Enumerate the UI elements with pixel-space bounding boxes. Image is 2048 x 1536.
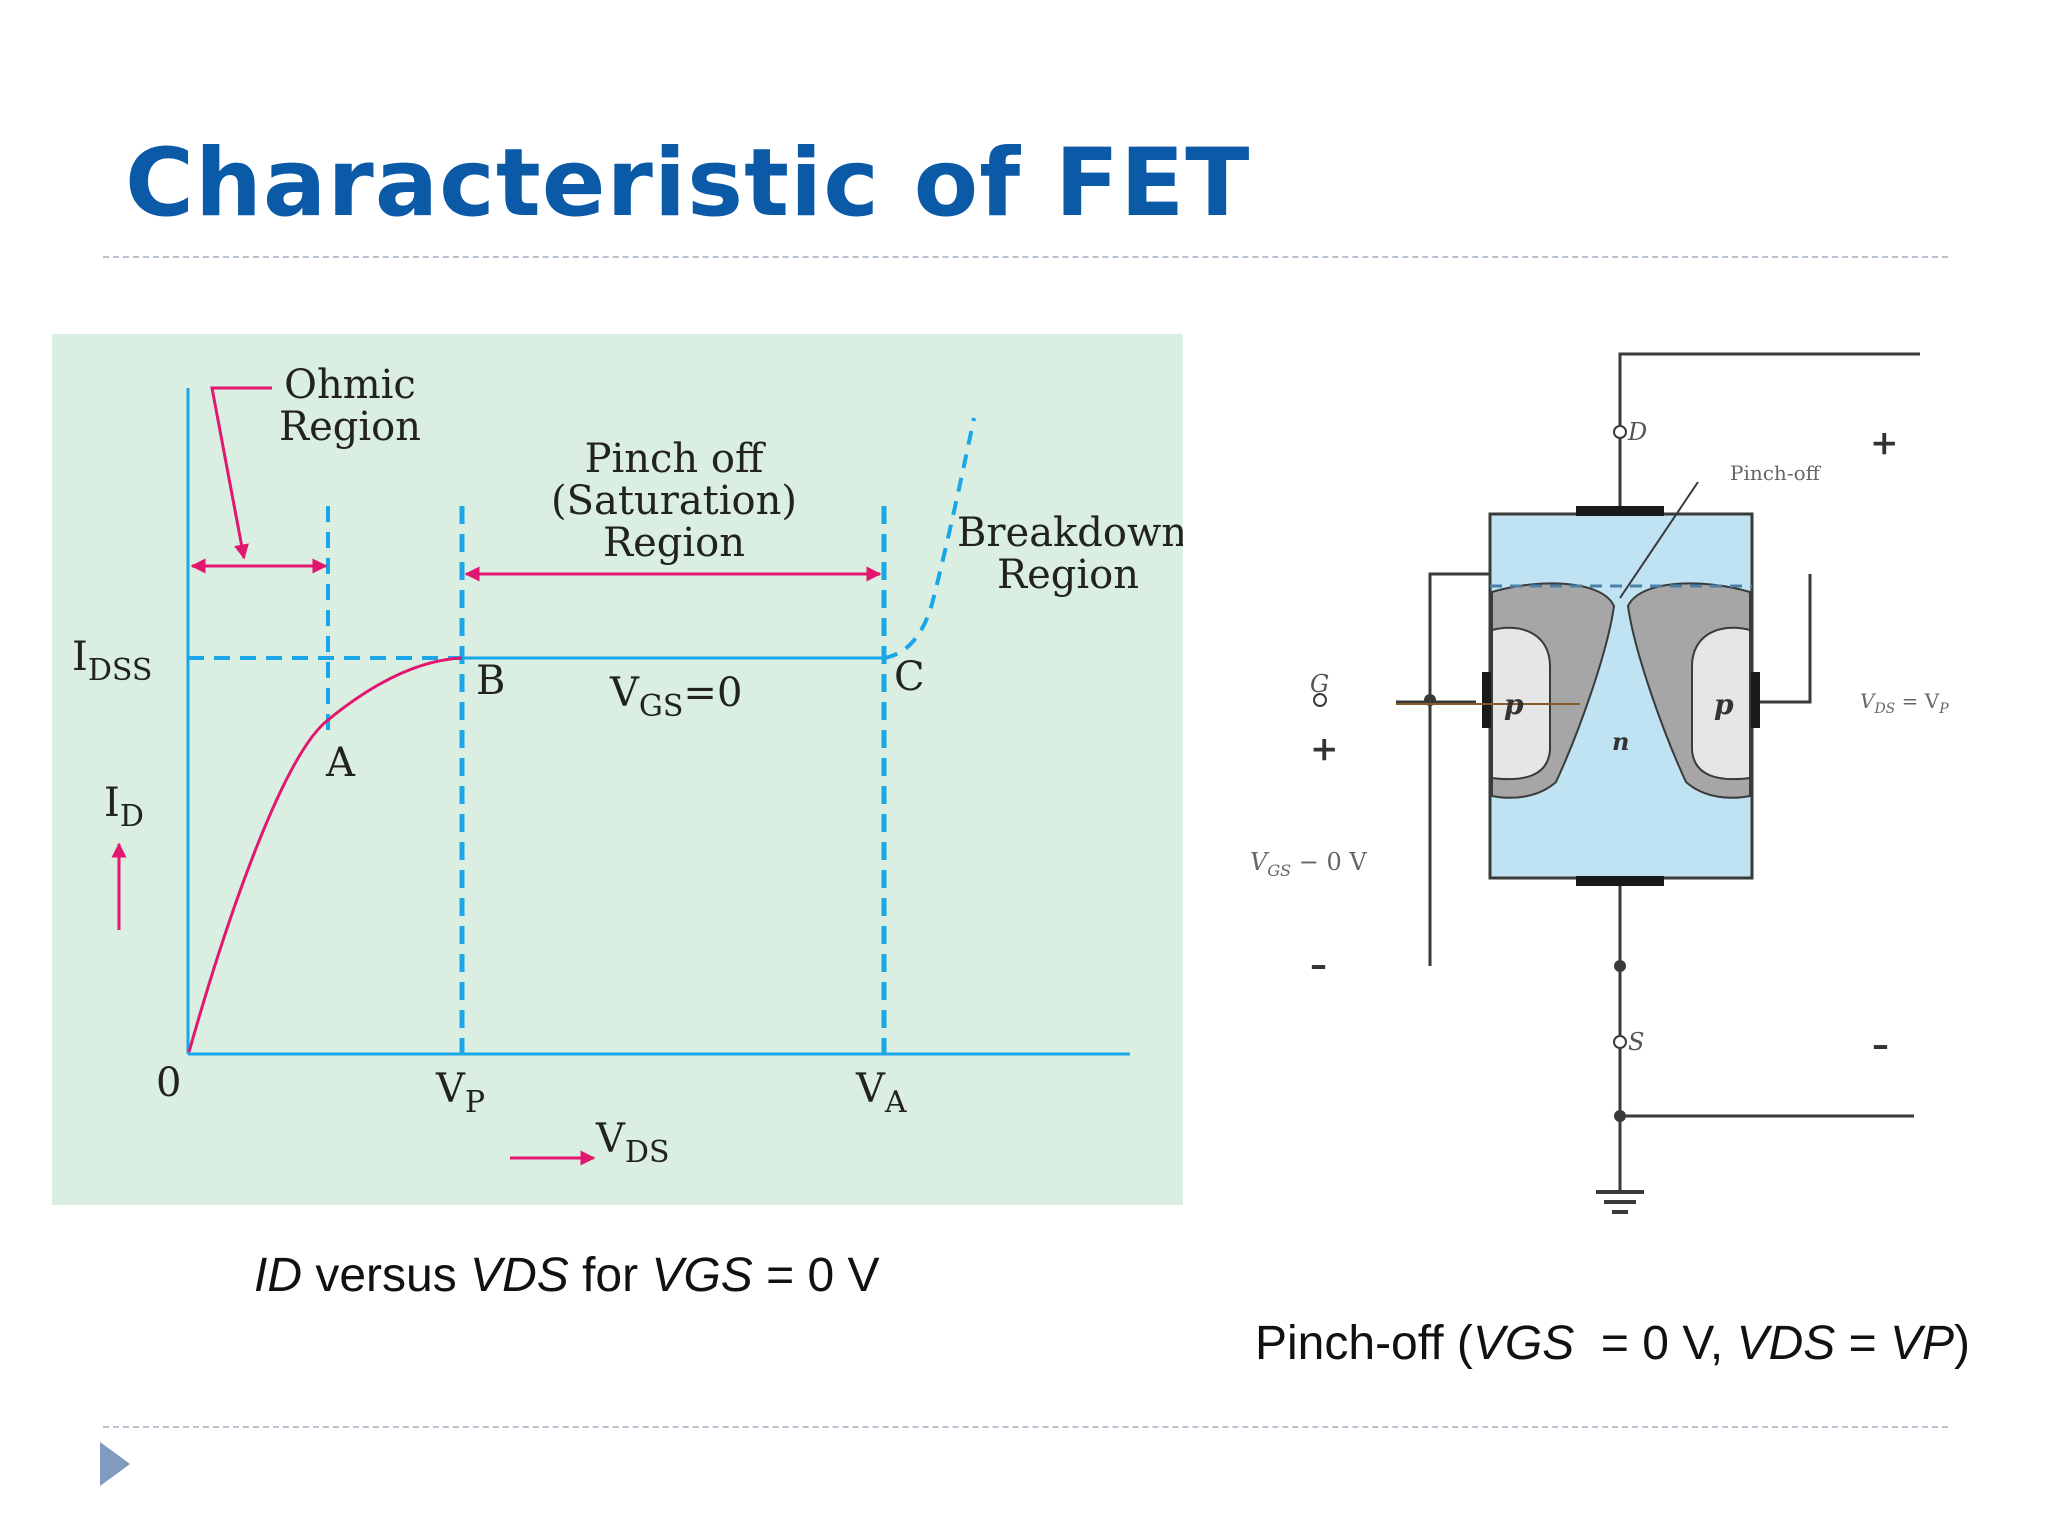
- gate-plus-sign: +: [1310, 729, 1339, 769]
- va-tick-label: VA: [855, 1066, 907, 1120]
- breakdown-curve: [883, 417, 976, 660]
- source-minus-sign: –: [1872, 1025, 1889, 1065]
- slide-title: Characteristic of FET: [125, 129, 1251, 238]
- pinch-off-label-line1: Pinch off: [585, 436, 766, 482]
- n-label: n: [1612, 727, 1629, 756]
- vgs-zero-label: VGS=0: [609, 670, 742, 724]
- drain-contact: [1576, 506, 1664, 516]
- gate-minus-sign: –: [1310, 945, 1327, 985]
- vp-tick-label: VP: [435, 1066, 485, 1120]
- breakdown-label-line1: Breakdown: [957, 510, 1183, 556]
- junction-dot: [1614, 1110, 1626, 1122]
- left-p-label: p: [1504, 688, 1524, 721]
- drain-plus-sign: +: [1870, 423, 1899, 463]
- pinch-off-label-line2: (Saturation): [551, 478, 797, 524]
- source-terminal: [1613, 1035, 1627, 1049]
- right-p-label: p: [1714, 688, 1734, 721]
- graph-caption: ID versus VDS for VGS = 0 V: [254, 1249, 880, 1302]
- pinch-off-label-line3: Region: [603, 520, 745, 566]
- gate-contact-right: [1750, 672, 1760, 728]
- gate-terminal: [1313, 693, 1327, 707]
- pinch-off-leader: [1619, 481, 1699, 599]
- point-a-label: A: [325, 740, 356, 786]
- idss-label: IDSS: [72, 634, 152, 688]
- jfet-pinch-off-circuit: D S G Pinch-off p p n + – + – VGS − 0 V …: [1250, 352, 1949, 1214]
- drain-terminal: [1613, 425, 1627, 439]
- point-c-label: C: [894, 654, 925, 700]
- source-label: S: [1628, 1028, 1644, 1056]
- vgs-source-label: VGS − 0 V: [1250, 848, 1367, 880]
- junction-dot: [1614, 960, 1626, 972]
- right-p-region: [1691, 626, 1751, 781]
- vds-source-label: VDS = VP: [1860, 689, 1949, 717]
- circuit-caption: Pinch-off (VGS = 0 V, VDS = VP): [1255, 1317, 1971, 1370]
- gate-contact-left: [1482, 672, 1492, 728]
- ohmic-label-line2: Region: [279, 404, 421, 450]
- point-b-label: B: [476, 658, 505, 704]
- graph-background: [52, 334, 1183, 1205]
- breakdown-label-line2: Region: [997, 552, 1139, 598]
- slide-bullet-icon: [100, 1442, 130, 1486]
- origin-label: 0: [156, 1060, 181, 1106]
- vds-axis-label: VDS: [595, 1116, 670, 1170]
- title-divider: [103, 256, 1948, 258]
- id-axis-label: ID: [104, 780, 144, 834]
- footer-divider: [103, 1426, 1948, 1428]
- fet-characteristic-graph: Ohmic Region Pinch off (Saturation) Regi…: [52, 334, 1183, 1205]
- gate-label: G: [1310, 670, 1329, 698]
- pinch-off-label: Pinch-off: [1730, 461, 1822, 485]
- ohmic-label-line1: Ohmic: [284, 362, 416, 408]
- ground-icon: [1596, 1190, 1644, 1214]
- drain-label: D: [1627, 418, 1647, 446]
- ohmic-pointer-arrow: [210, 386, 272, 560]
- circuit-wires: [1396, 352, 1920, 1190]
- source-contact: [1576, 876, 1664, 886]
- id-vds-curve: [187, 656, 463, 1053]
